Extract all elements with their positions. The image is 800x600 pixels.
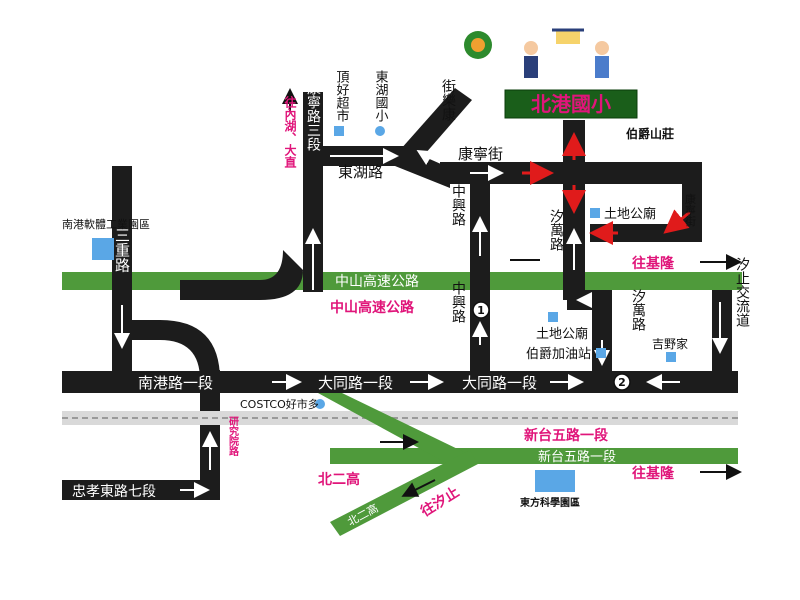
- kangning-side-label: 康寧街: [684, 192, 697, 227]
- zhongshan-pink-label: 中山高速公路: [330, 299, 415, 316]
- jiele-diagonal: [400, 88, 472, 162]
- gas-marker: [596, 348, 606, 358]
- yanjiu-curve: [112, 320, 220, 380]
- zhongxing-road: [470, 180, 490, 380]
- science-park-label: 東方科學園區: [520, 496, 580, 509]
- xintai-road-label: 新台五路一段: [538, 449, 616, 465]
- tudi2-label: 土地公廟: [536, 326, 588, 342]
- dinghao-label: 頂好超市: [334, 70, 350, 122]
- xintai-pink-label: 新台五路一段: [524, 427, 608, 444]
- marker-1: [472, 301, 490, 319]
- to-keelung-label-1: 往基隆: [632, 255, 675, 272]
- to-keelung-label-2: 往基隆: [632, 465, 675, 482]
- marker-1-label: 1: [477, 304, 485, 317]
- marker-2: [613, 373, 631, 391]
- costco-label: COSTCO好市多: [240, 397, 319, 411]
- yoshinoya-marker: [666, 352, 676, 362]
- xizhi-interchange-label: 汐止交流道: [734, 257, 750, 328]
- school-sign: [504, 89, 638, 119]
- nangang-road-label: 南港路一段: [138, 374, 213, 392]
- zhongxiao-road: [62, 480, 220, 500]
- gas-label: 伯爵加油站: [526, 347, 591, 362]
- dinghao-marker: [334, 126, 344, 136]
- costco-marker: [315, 399, 325, 409]
- north2-pink-label: 北二高: [318, 471, 360, 488]
- route-arrows: [522, 132, 691, 245]
- donghu-school-marker: [375, 126, 385, 136]
- sanchong-road-label: 三重路: [113, 228, 131, 273]
- kangning-diagonal: [395, 146, 450, 188]
- zhongxing-road-label-2: 中興路: [450, 281, 466, 323]
- marker-2-label: 2: [618, 376, 626, 389]
- zhongshan-highway-label: 中山高速公路: [335, 273, 419, 290]
- jiele-label: 街樂康: [440, 79, 456, 121]
- kangning-curve: [180, 250, 303, 300]
- software-park-marker: [92, 238, 114, 260]
- donghu-road-label: 東湖路: [338, 163, 383, 181]
- tudi1-marker: [590, 208, 600, 218]
- school-name: 北港國小: [531, 92, 611, 116]
- yoshinoya-label: 吉野家: [652, 336, 688, 351]
- science-park-marker: [535, 470, 575, 492]
- kids-illustration: [464, 28, 609, 78]
- to-neihu-label: 往內湖、大直: [283, 95, 297, 169]
- flow-arrows: [114, 148, 728, 498]
- bojue-label: 伯爵山莊: [626, 126, 674, 141]
- xizhi-interchange: [712, 290, 732, 380]
- xiwan-road-label: 汐萬路: [548, 209, 564, 251]
- tudi2-marker: [548, 312, 558, 322]
- xintai-road: [330, 448, 738, 464]
- sanchong-road: [112, 166, 132, 380]
- zhongxing-road-label: 中興路: [450, 184, 466, 226]
- north2-road-label: 北二高: [345, 501, 381, 529]
- datong-road-label-2: 大同路一段: [462, 374, 537, 392]
- highway-arrows: [282, 88, 742, 497]
- kangning-road-label: 康寧路三段: [305, 80, 321, 151]
- xiwan-road-label-2: 汐萬路: [630, 289, 646, 331]
- tudi1-label: 土地公廟: [604, 206, 656, 222]
- zhongxiao-road-label: 忠孝東路七段: [72, 484, 156, 500]
- landmark-markers: [92, 126, 676, 492]
- software-park-label: 南港軟體工業園區: [62, 217, 150, 231]
- datong-road-label-1: 大同路一段: [318, 374, 393, 392]
- yanjiu-road-label: 研究院路: [227, 416, 239, 457]
- donghu-school-label: 東湖國小: [373, 69, 389, 123]
- kangning-street-label: 康寧街: [458, 145, 503, 163]
- railway: [62, 411, 738, 425]
- north2-highway: [318, 393, 470, 465]
